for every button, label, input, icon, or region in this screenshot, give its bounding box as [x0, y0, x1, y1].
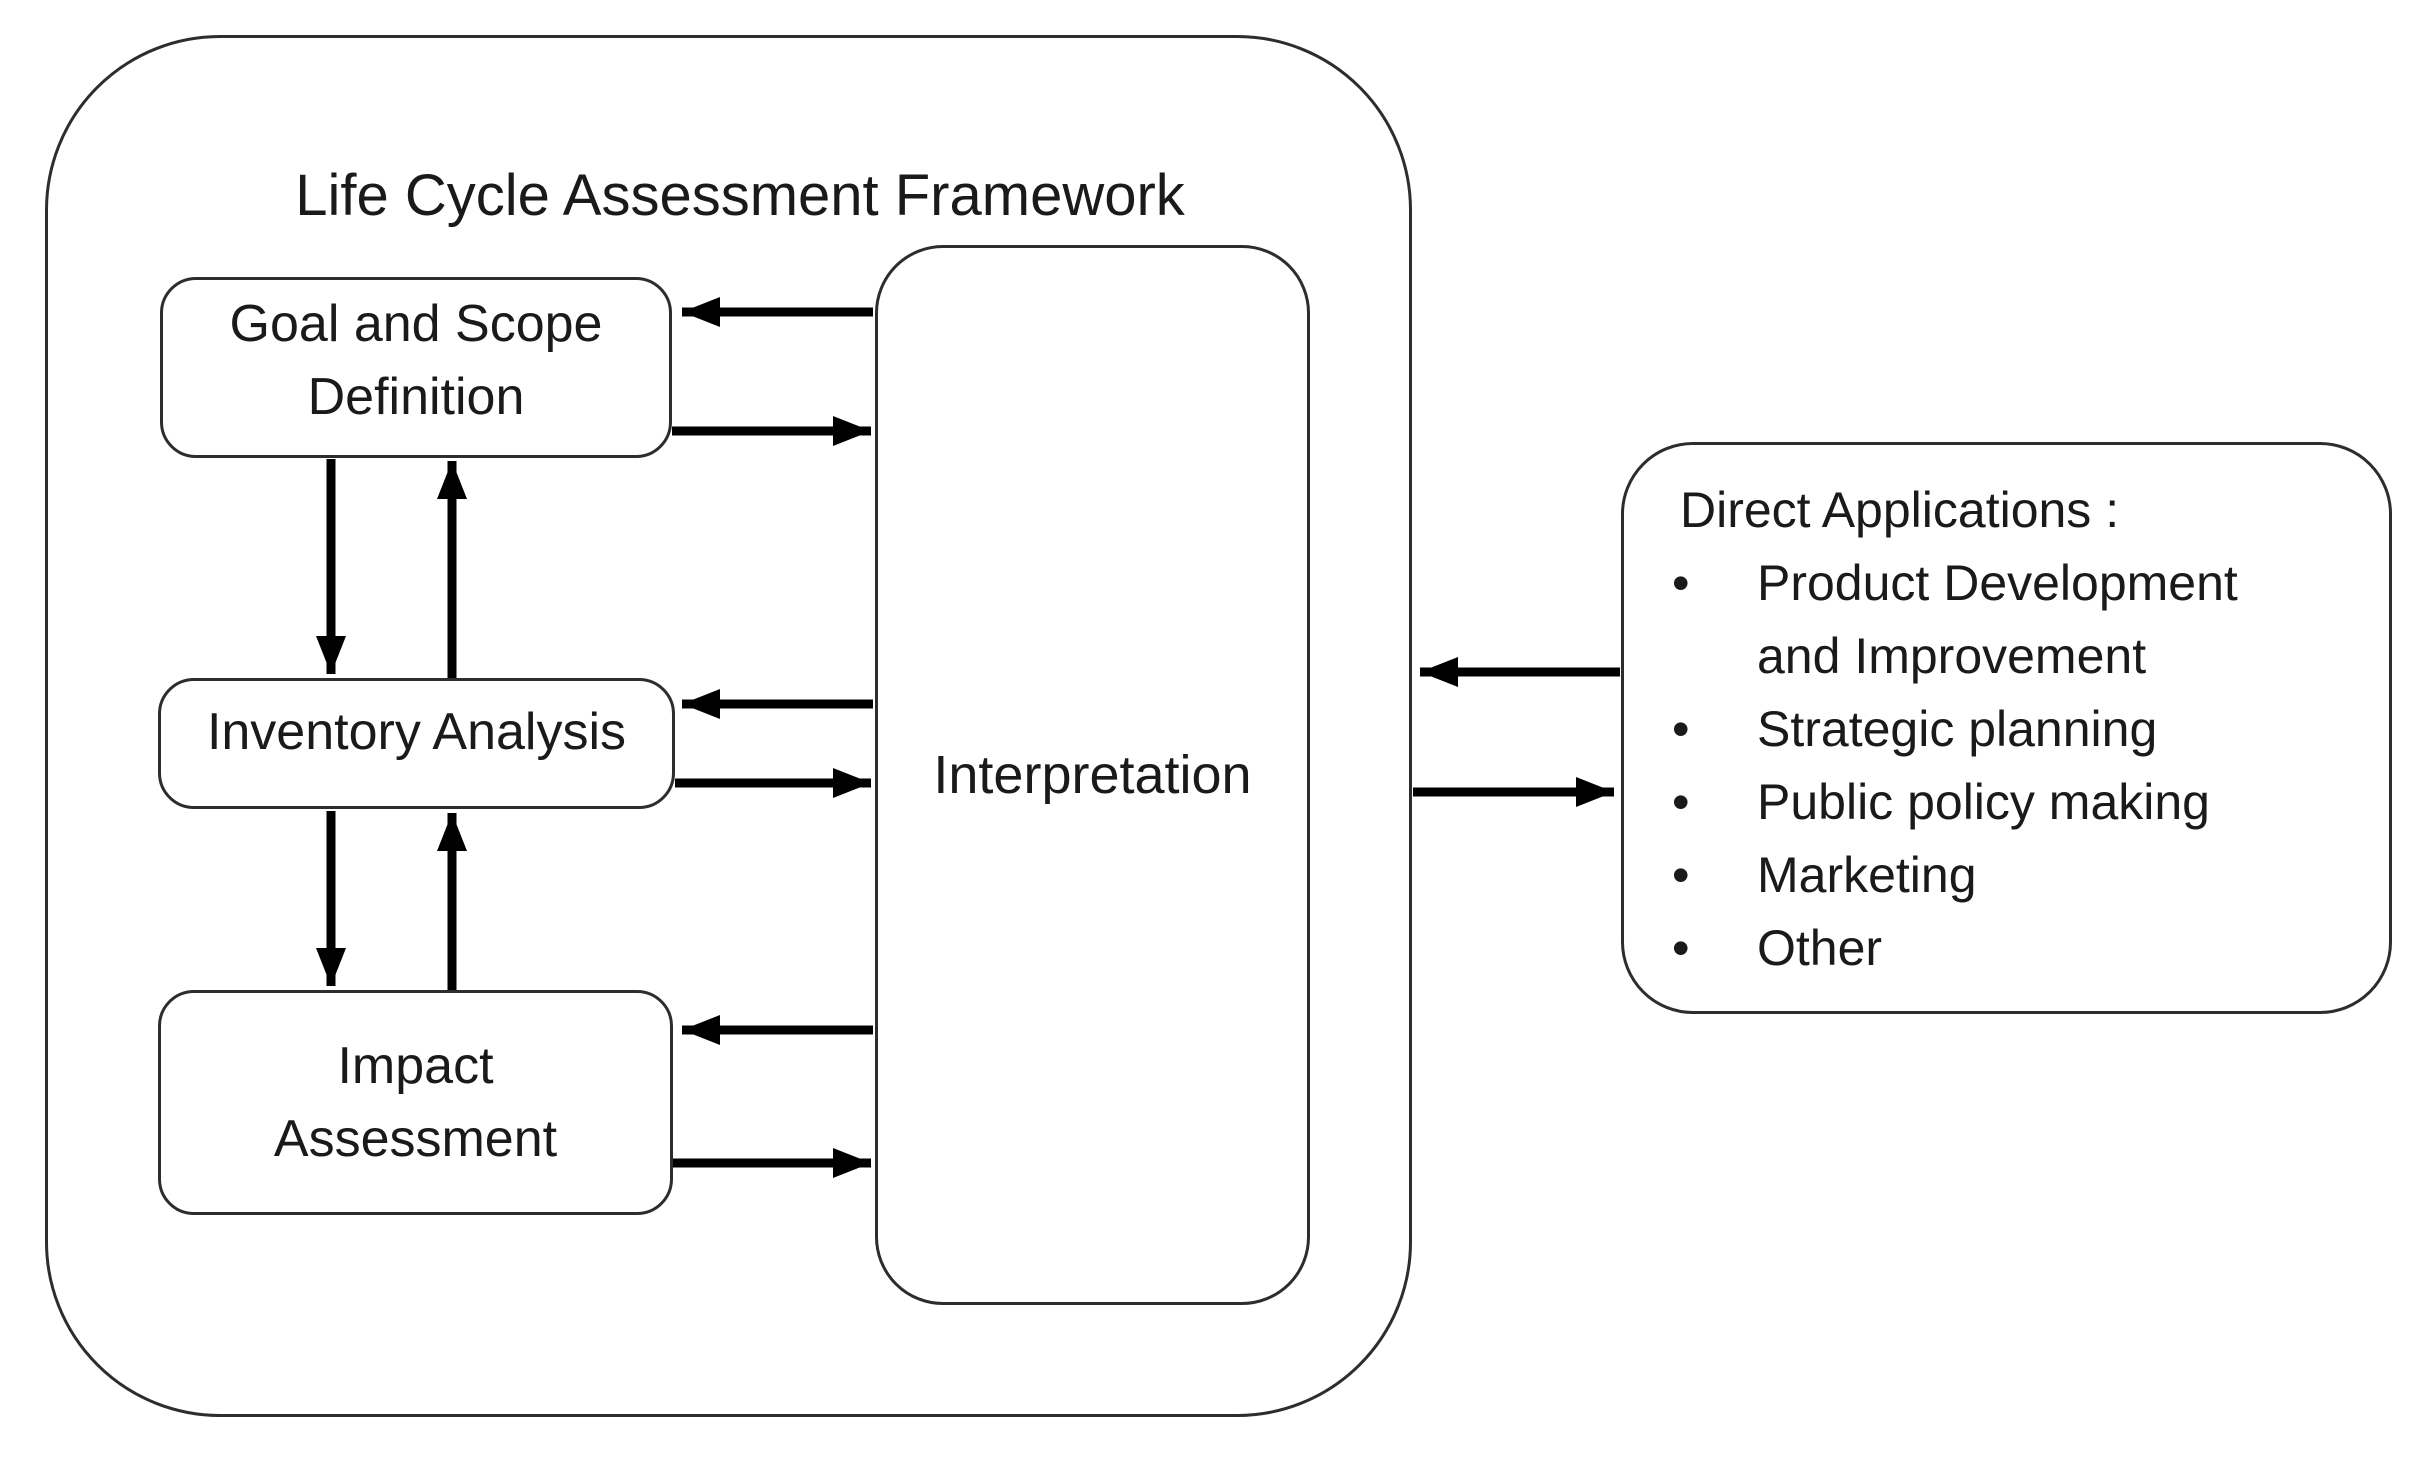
direct-applications-box: Direct Applications : Product Developmen…: [1621, 442, 2392, 1014]
list-item: Marketing: [1672, 839, 2297, 912]
direct-applications-heading: Direct Applications :: [1680, 482, 2120, 538]
list-item: Product Development and Improvement: [1672, 547, 2297, 693]
direct-applications-list: Product Development and Improvement Stra…: [1672, 547, 2359, 985]
interpretation-box: Interpretation: [875, 245, 1310, 1305]
impact-assessment-box: Impact Assessment: [158, 990, 673, 1215]
list-item: Public policy making: [1672, 766, 2297, 839]
inventory-analysis-box: Inventory Analysis: [158, 678, 675, 809]
diagram-title: Life Cycle Assessment Framework: [295, 163, 1185, 228]
goal-and-scope-box: Goal and Scope Definition: [160, 277, 672, 458]
goal-box-line1: Goal and Scope: [229, 294, 603, 353]
list-item: Strategic planning: [1672, 693, 2297, 766]
list-item: Other: [1672, 912, 2297, 985]
inventory-box-line1: Inventory Analysis: [206, 703, 627, 761]
goal-box-line2: Definition: [307, 367, 525, 426]
interpretation-label: Interpretation: [933, 745, 1252, 805]
impact-box-line2: Assessment: [273, 1109, 558, 1168]
impact-box-line1: Impact: [337, 1036, 494, 1095]
